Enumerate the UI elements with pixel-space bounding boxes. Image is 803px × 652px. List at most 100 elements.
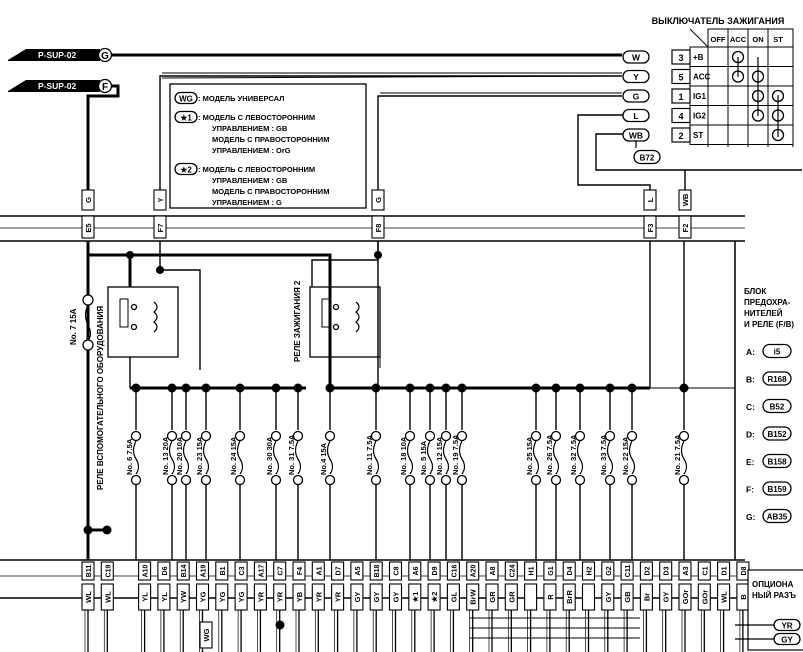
- bottom-pin-label: C7: [278, 566, 285, 575]
- wire-y2: [161, 75, 623, 79]
- source-letter: G: [101, 51, 109, 62]
- fusebox-connector: [762, 453, 792, 469]
- fuse-label: No. 24 15A: [229, 436, 238, 475]
- fuse-terminal: [234, 474, 246, 486]
- fuse-terminal: [678, 430, 690, 442]
- switch-col-label: OFF: [711, 35, 726, 44]
- fuse-terminal: [166, 430, 178, 442]
- fuse-element: [202, 440, 210, 475]
- top-pin-label: E5: [84, 223, 93, 232]
- fusebox-key: G:: [746, 512, 756, 522]
- fusebox-connector-label: B152: [767, 430, 787, 439]
- bottom-pin-tag: [543, 561, 557, 581]
- switch-diag: [689, 28, 709, 48]
- fusebox-key: B:: [746, 375, 755, 385]
- fuse-element: [236, 440, 244, 475]
- bottom-wire-label: YB: [295, 591, 304, 602]
- fuse-terminal: [456, 430, 468, 442]
- fuse-terminal: [130, 430, 142, 442]
- bottom-pin-tag: [717, 561, 731, 581]
- switch-wire-label: L: [633, 111, 638, 121]
- bottom-pin-tag: [504, 561, 518, 581]
- fusebox-key: D:: [746, 430, 755, 440]
- bottom-wire-label: YG: [199, 591, 208, 602]
- fuse-terminal: [550, 430, 562, 442]
- fuse-terminal: [530, 430, 542, 442]
- fusebox-connector-label: B158: [767, 458, 787, 467]
- fusebox-connector: [762, 343, 792, 359]
- bottom-pin-tag: [639, 561, 653, 581]
- fuse-label: No. 5 15A: [419, 440, 428, 475]
- fuse-label: No. 18 10A: [399, 436, 408, 475]
- relay-coil: [153, 301, 158, 333]
- fusebox-connector: [762, 398, 792, 414]
- bottom-pin-label: A3: [683, 566, 690, 575]
- fuse-element: [182, 440, 190, 475]
- relay-ign-feed: [130, 253, 332, 388]
- bottom-pin-tag: [466, 561, 480, 581]
- connector-b72: [633, 149, 661, 165]
- legend-text: УПРАВЛЕНИЕМ : GB: [212, 124, 288, 133]
- top-pin-label: F3: [646, 224, 655, 233]
- legend-text: : МОДЕЛЬ С ЛЕВОСТОРОННИМ: [198, 113, 315, 122]
- bottom-wire-label: YR: [334, 591, 343, 602]
- relay-coil: [355, 301, 360, 333]
- bottom-pin-tag: [81, 561, 95, 581]
- fuse-label: No. 21 7.5A: [673, 434, 682, 475]
- junction-dot: [126, 251, 134, 259]
- fuse-element: [326, 440, 334, 475]
- bottom-pin-label: D6: [162, 566, 169, 575]
- fuse-terminal: [550, 474, 562, 486]
- fuse-terminal: [130, 474, 142, 486]
- bottom-pin-label: C16: [451, 564, 458, 577]
- bottom-pin-tag: [195, 561, 210, 581]
- fuse-terminal: [626, 430, 638, 442]
- fuse-element: [132, 440, 140, 475]
- bottom-pin-label: B14: [181, 564, 188, 577]
- bottom-pin-label: G2: [606, 566, 613, 575]
- fuse-terminal: [324, 474, 336, 486]
- bottom-pin-tag: [234, 561, 248, 581]
- bottom-wire-label: GY: [372, 592, 381, 603]
- source-label: P-SUP-02: [38, 81, 77, 91]
- fuse-terminal: [424, 474, 436, 486]
- bottom-pin-tag: [311, 561, 325, 581]
- fusebox-title: БЛОК: [744, 287, 766, 296]
- optional-title: ОПЦИОНА: [752, 580, 794, 589]
- bottom-wire-label: YG: [237, 591, 246, 602]
- fuse-element: [426, 440, 434, 475]
- bottom-wire-label: ★2: [430, 592, 439, 603]
- fuse-element: [458, 440, 466, 475]
- top-pin-tag: [153, 215, 167, 239]
- bottom-wire-tag: [581, 583, 596, 611]
- fusebox-title: НИТЕЛЕЙ: [744, 309, 783, 318]
- relay-ign2-label: РЕЛЕ ЗАЖИГАНИЯ 2: [293, 280, 302, 362]
- fuse-label: No. 6 7.5A: [125, 438, 134, 475]
- top-wire-label: L: [646, 197, 655, 202]
- bottom-pin-tag: [446, 561, 460, 581]
- bottom-pin-tag: [620, 561, 634, 581]
- fuse-element: [532, 440, 540, 475]
- top-pin-tag: [81, 215, 95, 239]
- switch-pin: 3: [678, 53, 683, 63]
- switch-pin-box: [671, 88, 691, 104]
- relay-ign2: [309, 286, 381, 358]
- fusebox-key: C:: [746, 402, 755, 412]
- bottom-wire-label: YR: [314, 591, 323, 602]
- fuse-terminal: [324, 430, 336, 442]
- legend-key-label: WG: [179, 95, 193, 104]
- bottom-pin-label: H2: [587, 566, 594, 575]
- switch-term: ACC: [693, 73, 711, 82]
- bottom-pin-tag: [697, 561, 711, 581]
- wire-y: [159, 75, 622, 200]
- legend-key: [174, 91, 198, 105]
- bottom-wire-label: R: [546, 594, 555, 600]
- legend-text: УПРАВЛЕНИЕМ : OrG: [212, 146, 291, 155]
- switch-pin: 2: [678, 131, 683, 141]
- fuse-element: [406, 440, 414, 475]
- fuse-element: [272, 440, 280, 475]
- top-wire-label: Y: [156, 197, 165, 202]
- bottom-wire-label: YL: [141, 592, 150, 602]
- fuse-label: No. 31 7.5A: [287, 434, 296, 475]
